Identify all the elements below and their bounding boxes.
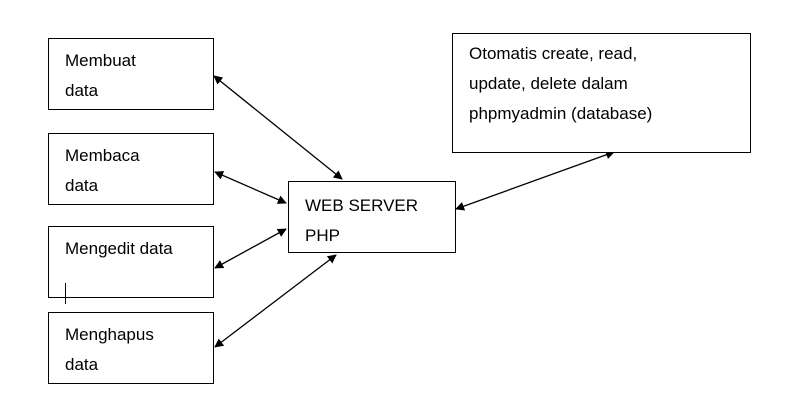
node-web-server-php: WEB SERVER PHP	[288, 181, 456, 253]
arrow-membaca-server	[214, 171, 287, 204]
node-membaca-data: Membaca data	[48, 133, 214, 205]
node-menghapus-data-label: Menghapus data	[65, 325, 154, 374]
arrow-menghapus-server	[214, 254, 337, 348]
connector-layer	[213, 75, 615, 348]
node-membuat-data: Membuat data	[48, 38, 214, 110]
arrow-membuat-server	[213, 75, 343, 180]
node-menghapus-data: Menghapus data	[48, 312, 214, 384]
node-membuat-data-label: Membuat data	[65, 51, 136, 100]
node-mengedit-data-label: Mengedit data	[65, 239, 173, 258]
node-database-crud-label: Otomatis create, read, update, delete da…	[469, 44, 653, 123]
node-web-server-php-label: WEB SERVER PHP	[305, 196, 419, 245]
arrow-mengedit-server	[214, 228, 287, 269]
node-database-crud: Otomatis create, read, update, delete da…	[452, 33, 751, 153]
node-mengedit-data: Mengedit data	[48, 226, 214, 304]
arrow-server-database	[455, 150, 615, 211]
text-cursor-mark	[65, 283, 66, 304]
node-membaca-data-label: Membaca data	[65, 146, 140, 195]
